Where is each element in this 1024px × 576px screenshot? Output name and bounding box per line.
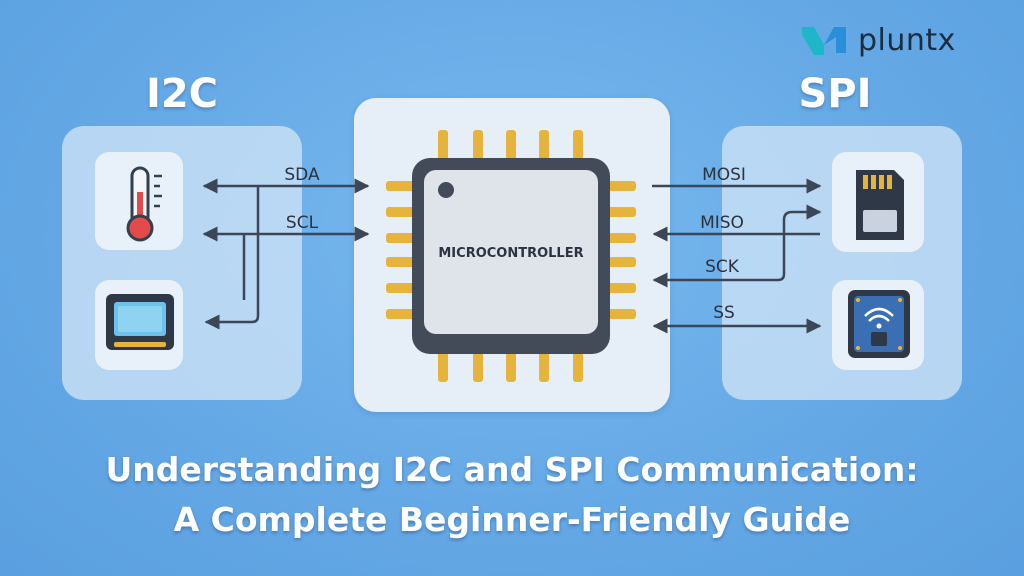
brand-logo[interactable]: pluntx bbox=[800, 20, 956, 60]
chip-pin-right-5 bbox=[606, 309, 636, 319]
chip-pin-right-4 bbox=[606, 283, 636, 293]
chip-pin-left-3 bbox=[386, 257, 416, 267]
spi-wires bbox=[652, 178, 822, 334]
chip-pin-bottom-4 bbox=[573, 350, 583, 382]
i2c-heading: I2C bbox=[145, 71, 219, 117]
pluntx-logo-icon bbox=[802, 27, 846, 55]
title-line-2: A Complete Beginner-Friendly Guide bbox=[173, 500, 851, 539]
ss-label: SS bbox=[713, 303, 735, 323]
wireless-module-icon bbox=[848, 290, 910, 358]
chip-pin-top-3 bbox=[539, 130, 549, 162]
chip-pin-right-3 bbox=[606, 257, 636, 267]
chip-pin-top-1 bbox=[473, 130, 483, 162]
miso-label: MISO bbox=[700, 213, 744, 233]
chip-pin-bottom-3 bbox=[539, 350, 549, 382]
sck-line bbox=[652, 204, 822, 288]
chip-label: MICROCONTROLLER bbox=[438, 246, 583, 261]
chip-pin-top-0 bbox=[438, 130, 448, 162]
chip-pins bbox=[386, 130, 636, 382]
chip-pin-left-4 bbox=[386, 283, 416, 293]
chip-pin-bottom-1 bbox=[473, 350, 483, 382]
sda-drop-line bbox=[204, 186, 260, 330]
chip-pin-right-1 bbox=[606, 207, 636, 217]
chip-pin-left-2 bbox=[386, 233, 416, 243]
lcd-display-icon bbox=[106, 294, 174, 350]
chip-pin-left-0 bbox=[386, 181, 416, 191]
sck-label: SCK bbox=[705, 257, 740, 277]
chip-pin-left-1 bbox=[386, 207, 416, 217]
title-line-1: Understanding I2C and SPI Communication: bbox=[105, 450, 919, 489]
chip-orientation-dot bbox=[438, 182, 454, 198]
chip-pin-right-0 bbox=[606, 181, 636, 191]
brand-name: pluntx bbox=[858, 22, 956, 58]
scl-label: SCL bbox=[286, 213, 319, 233]
chip-pin-bottom-2 bbox=[506, 350, 516, 382]
i2c-wires bbox=[202, 178, 370, 330]
chip-body bbox=[424, 170, 598, 334]
sda-label: SDA bbox=[284, 165, 320, 185]
chip-pin-top-4 bbox=[573, 130, 583, 162]
thermometer-icon bbox=[126, 166, 162, 242]
sd-card-icon bbox=[856, 170, 904, 240]
spi-heading: SPI bbox=[798, 71, 872, 117]
chip-pin-top-2 bbox=[506, 130, 516, 162]
chip-pin-right-2 bbox=[606, 233, 636, 243]
chip-pin-bottom-0 bbox=[438, 350, 448, 382]
mosi-label: MOSI bbox=[702, 165, 746, 185]
chip-pin-left-5 bbox=[386, 309, 416, 319]
